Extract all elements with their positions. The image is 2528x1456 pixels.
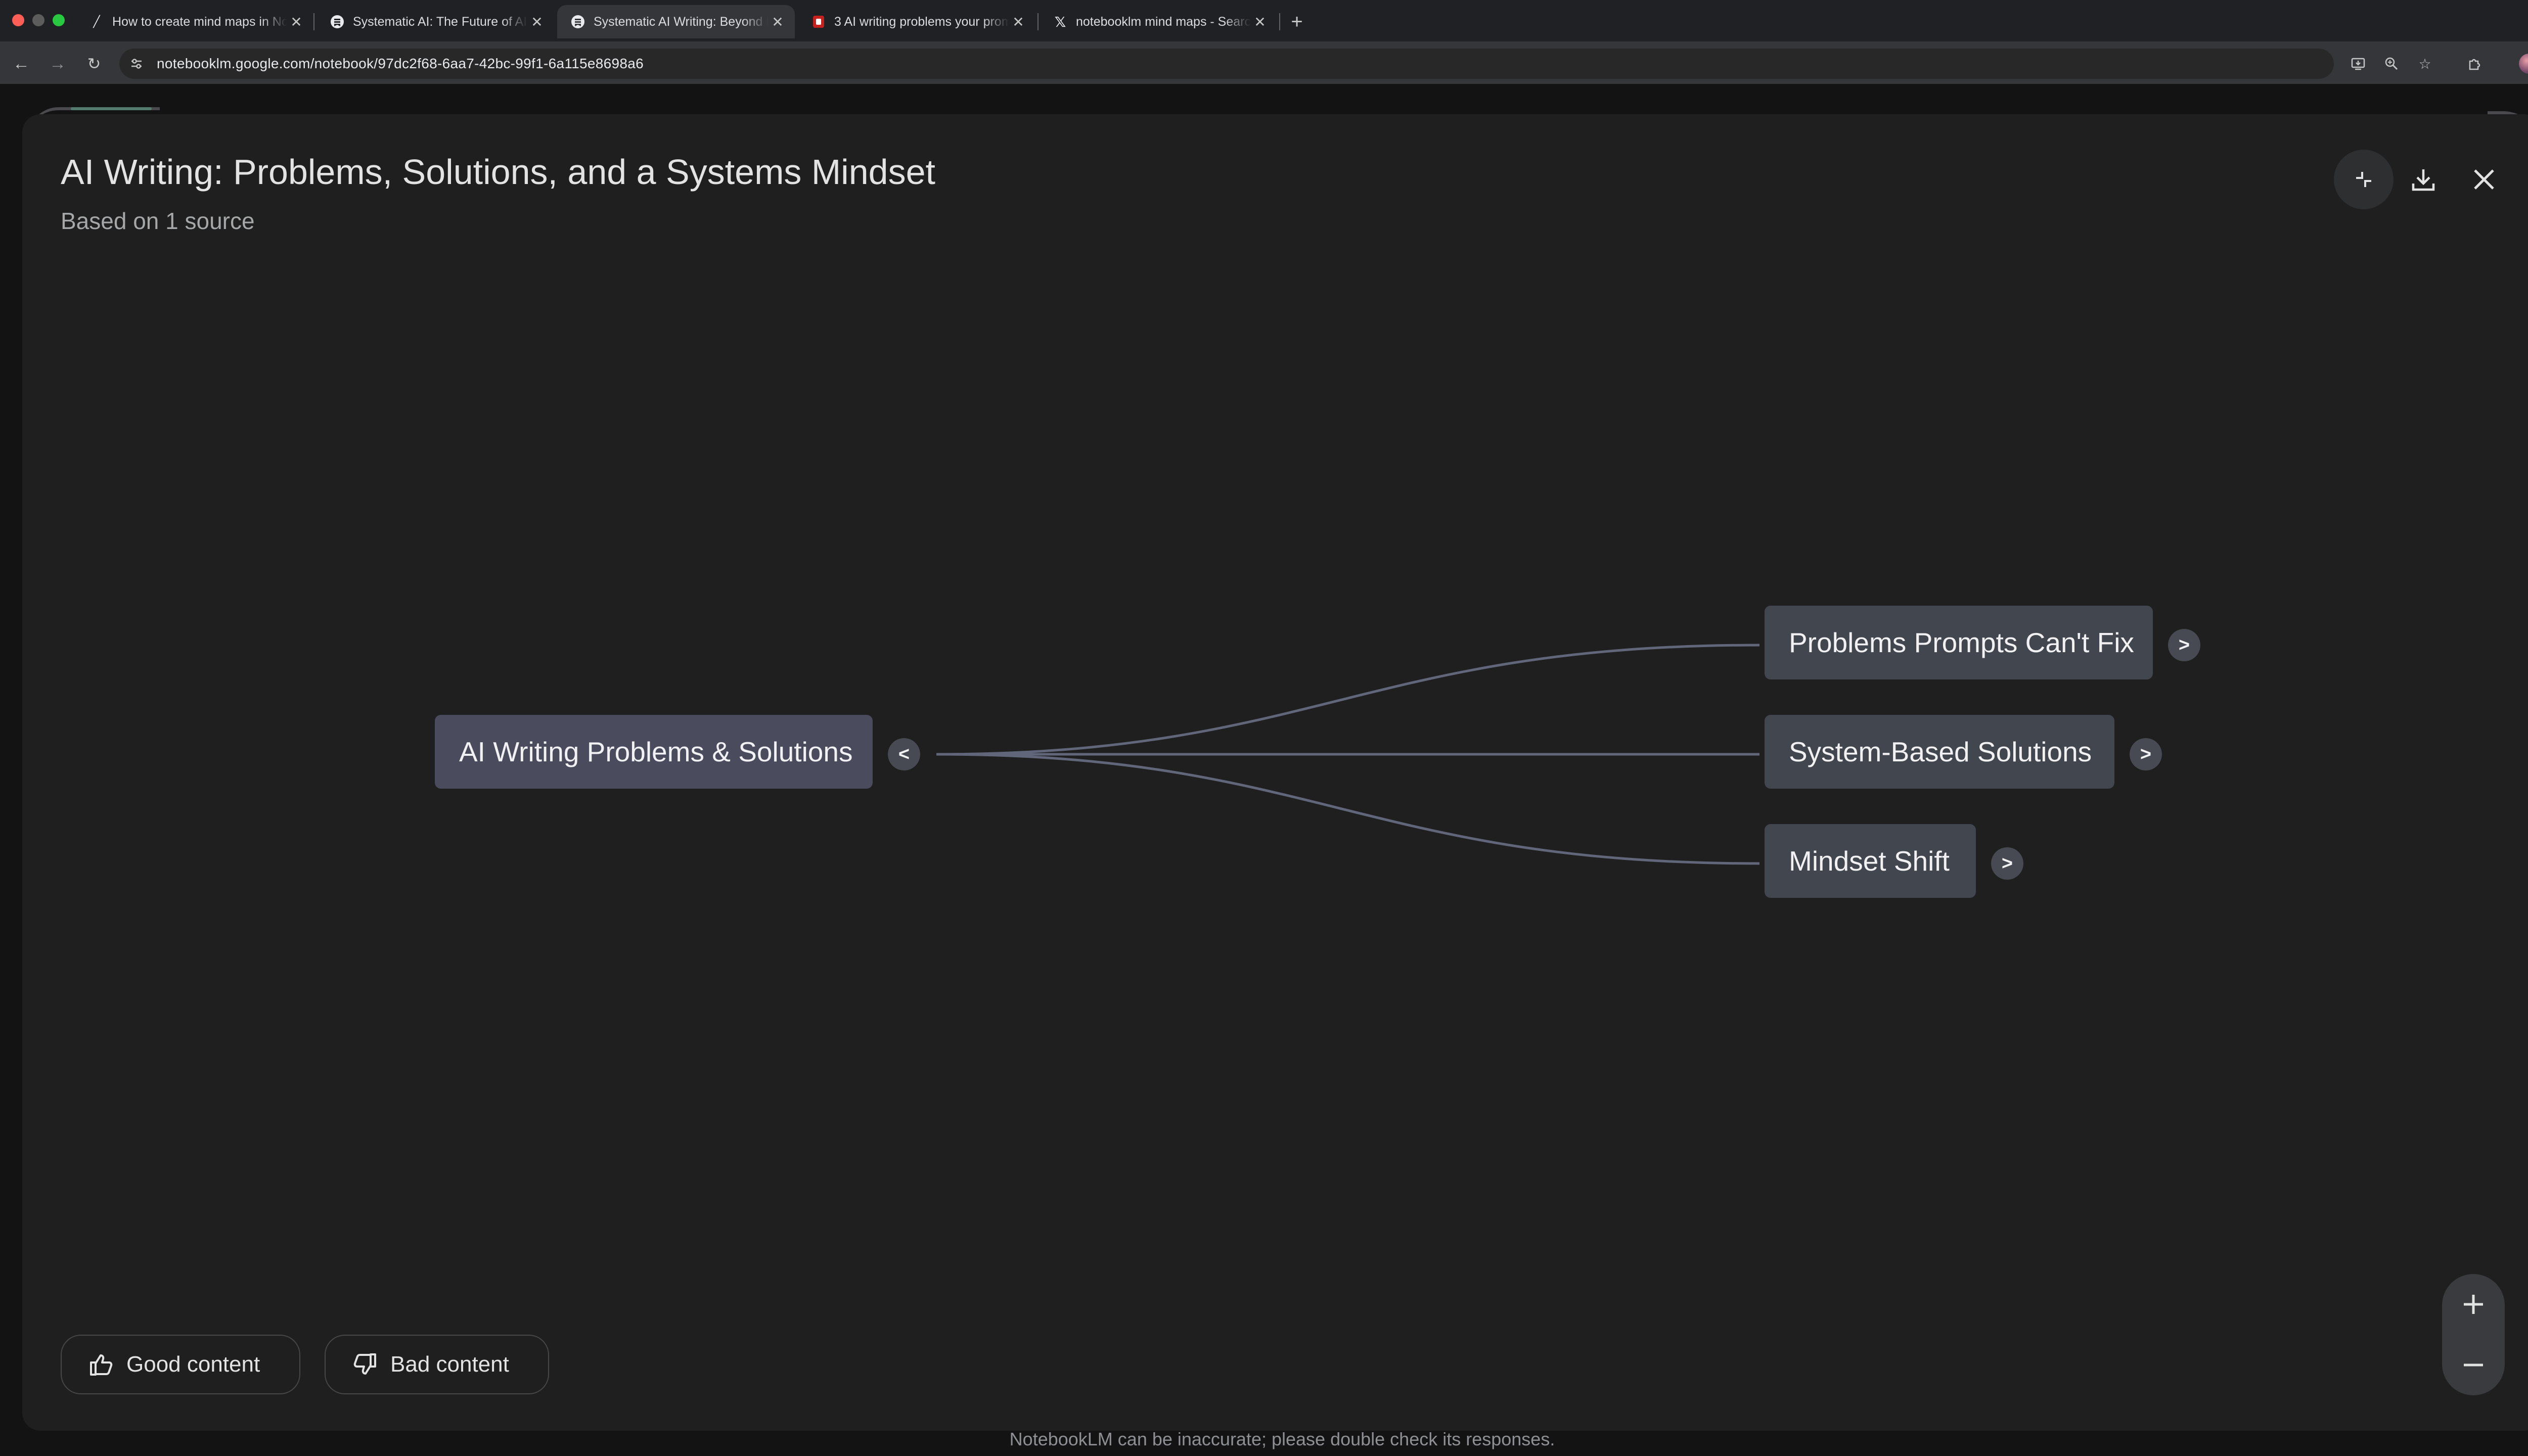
zoom-in-button[interactable]	[2442, 1274, 2505, 1335]
disclaimer-text: NotebookLM can be inaccurate; please dou…	[1009, 1429, 1555, 1449]
tab-divider	[313, 13, 314, 30]
browser-tab[interactable]: 𝕏 notebooklm mind maps - Search / X ✕	[1040, 5, 1277, 38]
tab-close-icon[interactable]: ✕	[1012, 14, 1024, 30]
close-dialog-button[interactable]	[2454, 150, 2514, 209]
browser-tab-active[interactable]: Systematic AI Writing: Beyond Prompts ✕	[557, 5, 795, 38]
collapse-fullscreen-button[interactable]	[2334, 150, 2394, 209]
install-app-icon[interactable]	[2347, 53, 2369, 75]
good-content-label: Good content	[126, 1352, 260, 1377]
node-label: Mindset Shift	[1789, 845, 1950, 877]
collapse-icon	[2356, 172, 2371, 187]
window-close-button[interactable]	[12, 14, 24, 26]
thumbs-up-icon	[87, 1350, 115, 1379]
bookmark-star-icon[interactable]: ☆	[2418, 56, 2431, 72]
expand-node-toggle[interactable]: >	[2168, 629, 2200, 661]
site-settings-icon[interactable]	[125, 53, 148, 75]
browser-tab[interactable]: 3 AI writing problems your prompts can't…	[798, 5, 1035, 38]
red-doc-icon	[811, 14, 826, 29]
tab-close-icon[interactable]: ✕	[1254, 14, 1266, 30]
zoom-icon[interactable]	[2380, 53, 2403, 75]
background-panel-accent	[71, 107, 152, 110]
node-label: Problems Prompts Can't Fix	[1789, 627, 2134, 658]
minus-icon	[2464, 1363, 2483, 1367]
good-content-button[interactable]: Good content	[61, 1335, 300, 1394]
tab-divider	[1279, 13, 1280, 30]
download-button[interactable]	[2394, 150, 2453, 209]
download-icon	[2412, 169, 2435, 191]
window-minimize-button[interactable]	[32, 14, 44, 26]
tab-close-icon[interactable]: ✕	[290, 14, 302, 30]
extensions-puzzle-icon[interactable]	[2463, 53, 2486, 75]
tab-title: notebooklm mind maps - Search / X	[1076, 14, 1251, 29]
mind-map-dialog	[22, 114, 2528, 1431]
collapse-node-toggle[interactable]: <	[888, 738, 920, 770]
mind-map-child-node[interactable]: System-Based Solutions	[1765, 715, 2114, 789]
url-text[interactable]: notebooklm.google.com/notebook/97dc2f68-…	[157, 56, 644, 71]
address-bar[interactable]: notebooklm.google.com/notebook/97dc2f68-…	[119, 49, 2334, 79]
node-label: System-Based Solutions	[1789, 736, 2092, 767]
tab-divider	[1037, 13, 1039, 30]
browser-tab[interactable]: Systematic AI: The Future of AI Writing …	[317, 5, 554, 38]
mind-map-child-node[interactable]: Mindset Shift	[1765, 824, 1976, 898]
substack-icon	[570, 14, 585, 29]
plus-icon	[2464, 1295, 2483, 1314]
close-icon	[2474, 169, 2494, 190]
tab-title: Systematic AI Writing: Beyond Prompts	[594, 14, 769, 29]
tab-close-icon[interactable]: ✕	[772, 14, 784, 30]
mind-map-root-node[interactable]: AI Writing Problems & Solutions	[435, 715, 873, 789]
tab-close-icon[interactable]: ✕	[531, 14, 543, 30]
tab-title: Systematic AI: The Future of AI Writing	[353, 14, 528, 29]
reload-icon[interactable]: ↻	[87, 55, 101, 73]
mind-map-child-node[interactable]: Problems Prompts Can't Fix	[1765, 606, 2153, 679]
window-maximize-button[interactable]	[53, 14, 65, 26]
browser-tab-bar: ╱ How to create mind maps in NotebookLM …	[0, 0, 2528, 41]
x-logo-icon: 𝕏	[1054, 14, 1066, 30]
thumbs-down-icon	[351, 1350, 379, 1379]
tab-title: 3 AI writing problems your prompts can't…	[834, 14, 1009, 29]
pen-icon: ╱	[93, 15, 100, 28]
mind-map-title: AI Writing: Problems, Solutions, and a S…	[61, 152, 935, 192]
node-label: AI Writing Problems & Solutions	[459, 736, 853, 767]
source-count-label: Based on 1 source	[61, 208, 255, 234]
expand-node-toggle[interactable]: >	[2130, 738, 2162, 770]
tab-title: How to create mind maps in NotebookLM	[112, 14, 287, 29]
back-arrow-icon[interactable]: ←	[13, 54, 30, 73]
substack-icon	[330, 14, 345, 29]
zoom-controls	[2442, 1274, 2505, 1395]
zoom-out-button[interactable]	[2442, 1335, 2505, 1395]
new-tab-button[interactable]: +	[1291, 10, 1303, 33]
profile-avatar[interactable]	[2519, 54, 2528, 74]
bad-content-button[interactable]: Bad content	[325, 1335, 549, 1394]
browser-tab[interactable]: ╱ How to create mind maps in NotebookLM …	[76, 5, 313, 38]
background-panel-edge	[2488, 111, 2528, 155]
forward-arrow-icon[interactable]: →	[49, 54, 66, 73]
expand-node-toggle[interactable]: >	[1991, 847, 2023, 880]
bad-content-label: Bad content	[390, 1352, 509, 1377]
